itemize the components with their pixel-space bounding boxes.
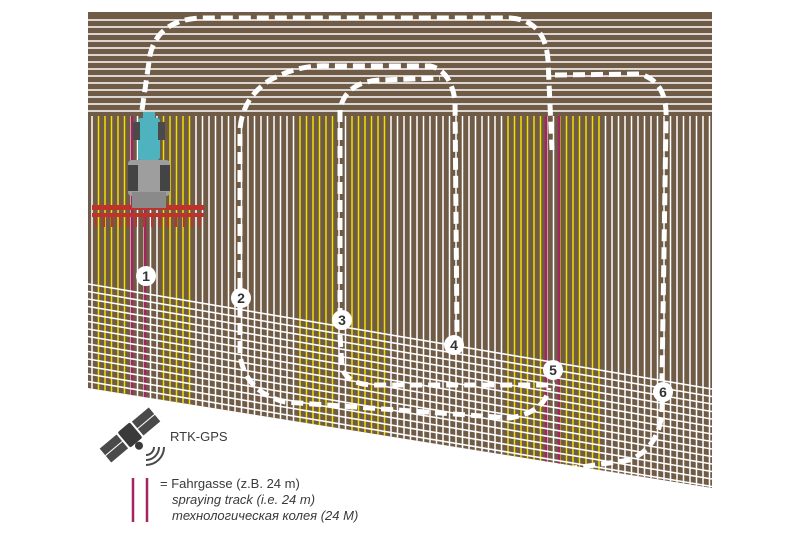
headland-stripe <box>88 380 712 488</box>
tractor-icon <box>92 112 204 227</box>
route-path-3-loop <box>337 334 555 388</box>
route-number-6: 6 <box>659 384 667 400</box>
route-marker-1: 1 <box>136 266 156 286</box>
route-number-2: 2 <box>237 290 245 306</box>
driving-route <box>139 15 669 473</box>
route-number-3: 3 <box>338 312 346 328</box>
route-marker-3: 3 <box>332 310 352 330</box>
route-path-2-to-4 <box>237 63 460 336</box>
route-path-1-to-5 <box>139 15 555 151</box>
route-marker-6: 6 <box>653 382 673 402</box>
route-number-1: 1 <box>142 268 150 284</box>
headland-stripe <box>88 290 712 398</box>
headland-stripe <box>88 320 712 428</box>
route-path-6-to-3 <box>349 399 665 473</box>
route-path-3-up <box>337 75 441 320</box>
gps-signal-icon <box>145 446 165 466</box>
headland-stripe <box>88 328 712 435</box>
headland-stripe <box>88 283 712 390</box>
route-marker-2: 2 <box>231 288 251 308</box>
headland-stripe <box>88 343 712 450</box>
route-number-5: 5 <box>549 362 557 378</box>
headland-stripe <box>88 305 712 413</box>
headland-stripe <box>88 313 712 420</box>
legend-label-en: spraying track (i.e. 24 m) <box>172 492 315 507</box>
route-path-2-to-5 <box>237 305 552 421</box>
gps-label: RTK-GPS <box>170 429 228 444</box>
headland-stripe <box>88 335 712 443</box>
tramline-swatch <box>131 478 149 522</box>
headland-stripe <box>88 365 712 473</box>
route-marker-5: 5 <box>543 360 563 380</box>
route-number-4: 4 <box>450 337 458 353</box>
route-path-to-6 <box>554 71 669 381</box>
headland-stripe <box>88 298 712 405</box>
satellite-icon <box>99 407 161 463</box>
legend-label-de: = Fahrgasse (z.B. 24 m) <box>160 476 300 491</box>
route-marker-4: 4 <box>444 335 464 355</box>
headland-stripe <box>88 350 712 458</box>
legend-label-ru: технологическая колея (24 М) <box>172 508 358 523</box>
upper-headland-stripes <box>88 19 712 112</box>
